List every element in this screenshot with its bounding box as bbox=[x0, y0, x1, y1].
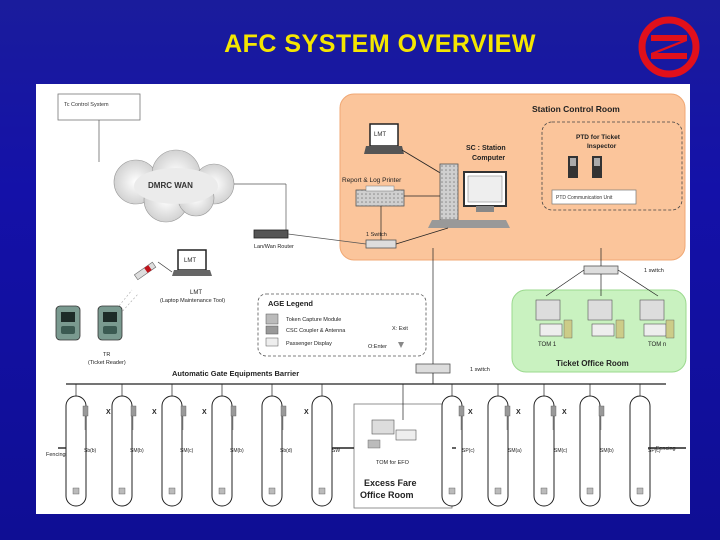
station-control-room-label: Station Control Room bbox=[532, 104, 620, 114]
switch-ticket-label: 1 switch bbox=[644, 268, 664, 274]
tr-label-1: TR bbox=[103, 352, 110, 358]
switch-station bbox=[365, 239, 397, 249]
legend-token: Token Capture Module bbox=[286, 317, 341, 323]
gate-label: SP(c) bbox=[648, 448, 661, 454]
report-printer bbox=[355, 189, 405, 207]
age-legend-title: AGE Legend bbox=[268, 299, 313, 308]
gate-label: SM(c) bbox=[180, 448, 194, 454]
station-control-room bbox=[339, 93, 686, 261]
sc-keyboard bbox=[428, 220, 510, 228]
legend-enter: O:Enter bbox=[368, 344, 387, 350]
lmt-caption-1: LMT bbox=[190, 290, 202, 296]
lmt-laptop-screen-label: LMT bbox=[184, 258, 196, 264]
fencing-left: Fencing bbox=[46, 452, 66, 458]
efo-label-1: Excess Fare bbox=[364, 478, 417, 488]
efo-tom-label: TOM for EFO bbox=[376, 460, 410, 466]
lmt-label: LMT bbox=[374, 132, 386, 138]
report-printer-label: Report & Log Printer bbox=[342, 177, 402, 184]
gate-label: SP(c) bbox=[462, 448, 475, 454]
sc-tower bbox=[439, 163, 459, 221]
page-title: AFC SYSTEM OVERVIEW bbox=[224, 30, 536, 58]
gate-exit-mark: X bbox=[202, 409, 207, 416]
ptd-device-2 bbox=[592, 156, 602, 178]
tom-1-station bbox=[535, 299, 573, 339]
gate-pillar bbox=[311, 395, 333, 507]
dmrc-logo bbox=[638, 16, 700, 78]
router-label: Lan/Wan Router bbox=[254, 244, 294, 250]
ptd-label-1: PTD for Ticket bbox=[576, 134, 621, 141]
gate-label: SM(b) bbox=[600, 448, 614, 454]
tc-control-system-label: Tc Control System bbox=[64, 102, 109, 108]
gate-label: SM(b) bbox=[230, 448, 244, 454]
lmt-keyboard bbox=[364, 146, 404, 154]
gate-pillar bbox=[533, 395, 555, 507]
legend-exit: X: Exit bbox=[392, 326, 408, 332]
wan-label: DMRC WAN bbox=[148, 181, 193, 190]
efo-room bbox=[353, 403, 453, 509]
fencing-right: Fencing bbox=[656, 446, 676, 452]
gate-label: SM(b) bbox=[130, 448, 144, 454]
tom-n-station bbox=[639, 299, 675, 339]
age-legend-box bbox=[257, 293, 427, 357]
gate-exit-mark: X bbox=[304, 409, 309, 416]
ticket-reader-2 bbox=[97, 305, 123, 341]
ptd-device-1 bbox=[568, 156, 578, 178]
gate-pillar bbox=[579, 395, 601, 507]
efo-label-2: Office Room bbox=[360, 490, 414, 500]
switch-gates-label: 1 switch bbox=[470, 367, 490, 373]
gate-label: Sb(d) bbox=[280, 448, 293, 454]
gate-pillar bbox=[65, 395, 87, 507]
gate-exit-mark: X bbox=[106, 409, 111, 416]
dmrc-wan-cloud bbox=[113, 149, 235, 223]
switch-station-label: 1 Switch bbox=[366, 232, 387, 238]
switch-ticket-office bbox=[583, 265, 619, 275]
gate-pillar bbox=[629, 395, 651, 507]
tom-2-station bbox=[587, 299, 625, 339]
ptd-label-2: Inspector bbox=[587, 143, 617, 150]
sc-label-2: Computer bbox=[472, 155, 505, 162]
handheld-reader bbox=[133, 261, 157, 281]
afc-diagram: Tc Control System Station Control Room P… bbox=[36, 84, 690, 514]
gate-label: Sb(b) bbox=[84, 448, 97, 454]
gate-label: SM(c) bbox=[554, 448, 568, 454]
gate-pillar bbox=[161, 395, 183, 507]
tr-label-2: (Ticket Reader) bbox=[88, 360, 126, 366]
legend-csc: CSC Coupler & Antenna bbox=[286, 328, 346, 334]
ptd-comm-label: PTD Communication Unit bbox=[556, 195, 613, 201]
gate-pillar bbox=[441, 395, 463, 507]
ptd-comm-unit bbox=[551, 189, 637, 205]
age-barrier-label: Automatic Gate Equipments Barrier bbox=[172, 369, 299, 378]
ticket-office-room-label: Ticket Office Room bbox=[556, 359, 629, 368]
legend-display: Passenger Display bbox=[286, 341, 332, 347]
gate-pillar bbox=[487, 395, 509, 507]
switch-gates bbox=[415, 363, 451, 374]
gate-exit-mark: X bbox=[468, 409, 473, 416]
gate-pillar bbox=[261, 395, 283, 507]
tom1-label: TOM 1 bbox=[538, 342, 557, 348]
tomn-label: TOM n bbox=[648, 342, 666, 348]
ptd-area bbox=[541, 121, 683, 211]
ticket-reader-1 bbox=[55, 305, 81, 341]
gates-layer: Sb(b) SM(b) SM(c) SM(b) Sb(d) SW SP(c) SM(a) SM(… bbox=[58, 384, 686, 507]
lan-wan-router bbox=[253, 229, 289, 239]
gate-pillar bbox=[211, 395, 233, 507]
gate-exit-mark: X bbox=[562, 409, 567, 416]
gate-label: SW bbox=[332, 448, 340, 454]
gate-exit-mark: X bbox=[152, 409, 157, 416]
gate-pillar bbox=[111, 395, 133, 507]
gate-exit-mark: X bbox=[516, 409, 521, 416]
gate-label: SM(a) bbox=[508, 448, 522, 454]
lmt-caption-2: (Laptop Maintenance Tool) bbox=[160, 298, 225, 304]
efo-tom bbox=[367, 419, 417, 449]
sc-label-1: SC : Station bbox=[466, 145, 506, 152]
